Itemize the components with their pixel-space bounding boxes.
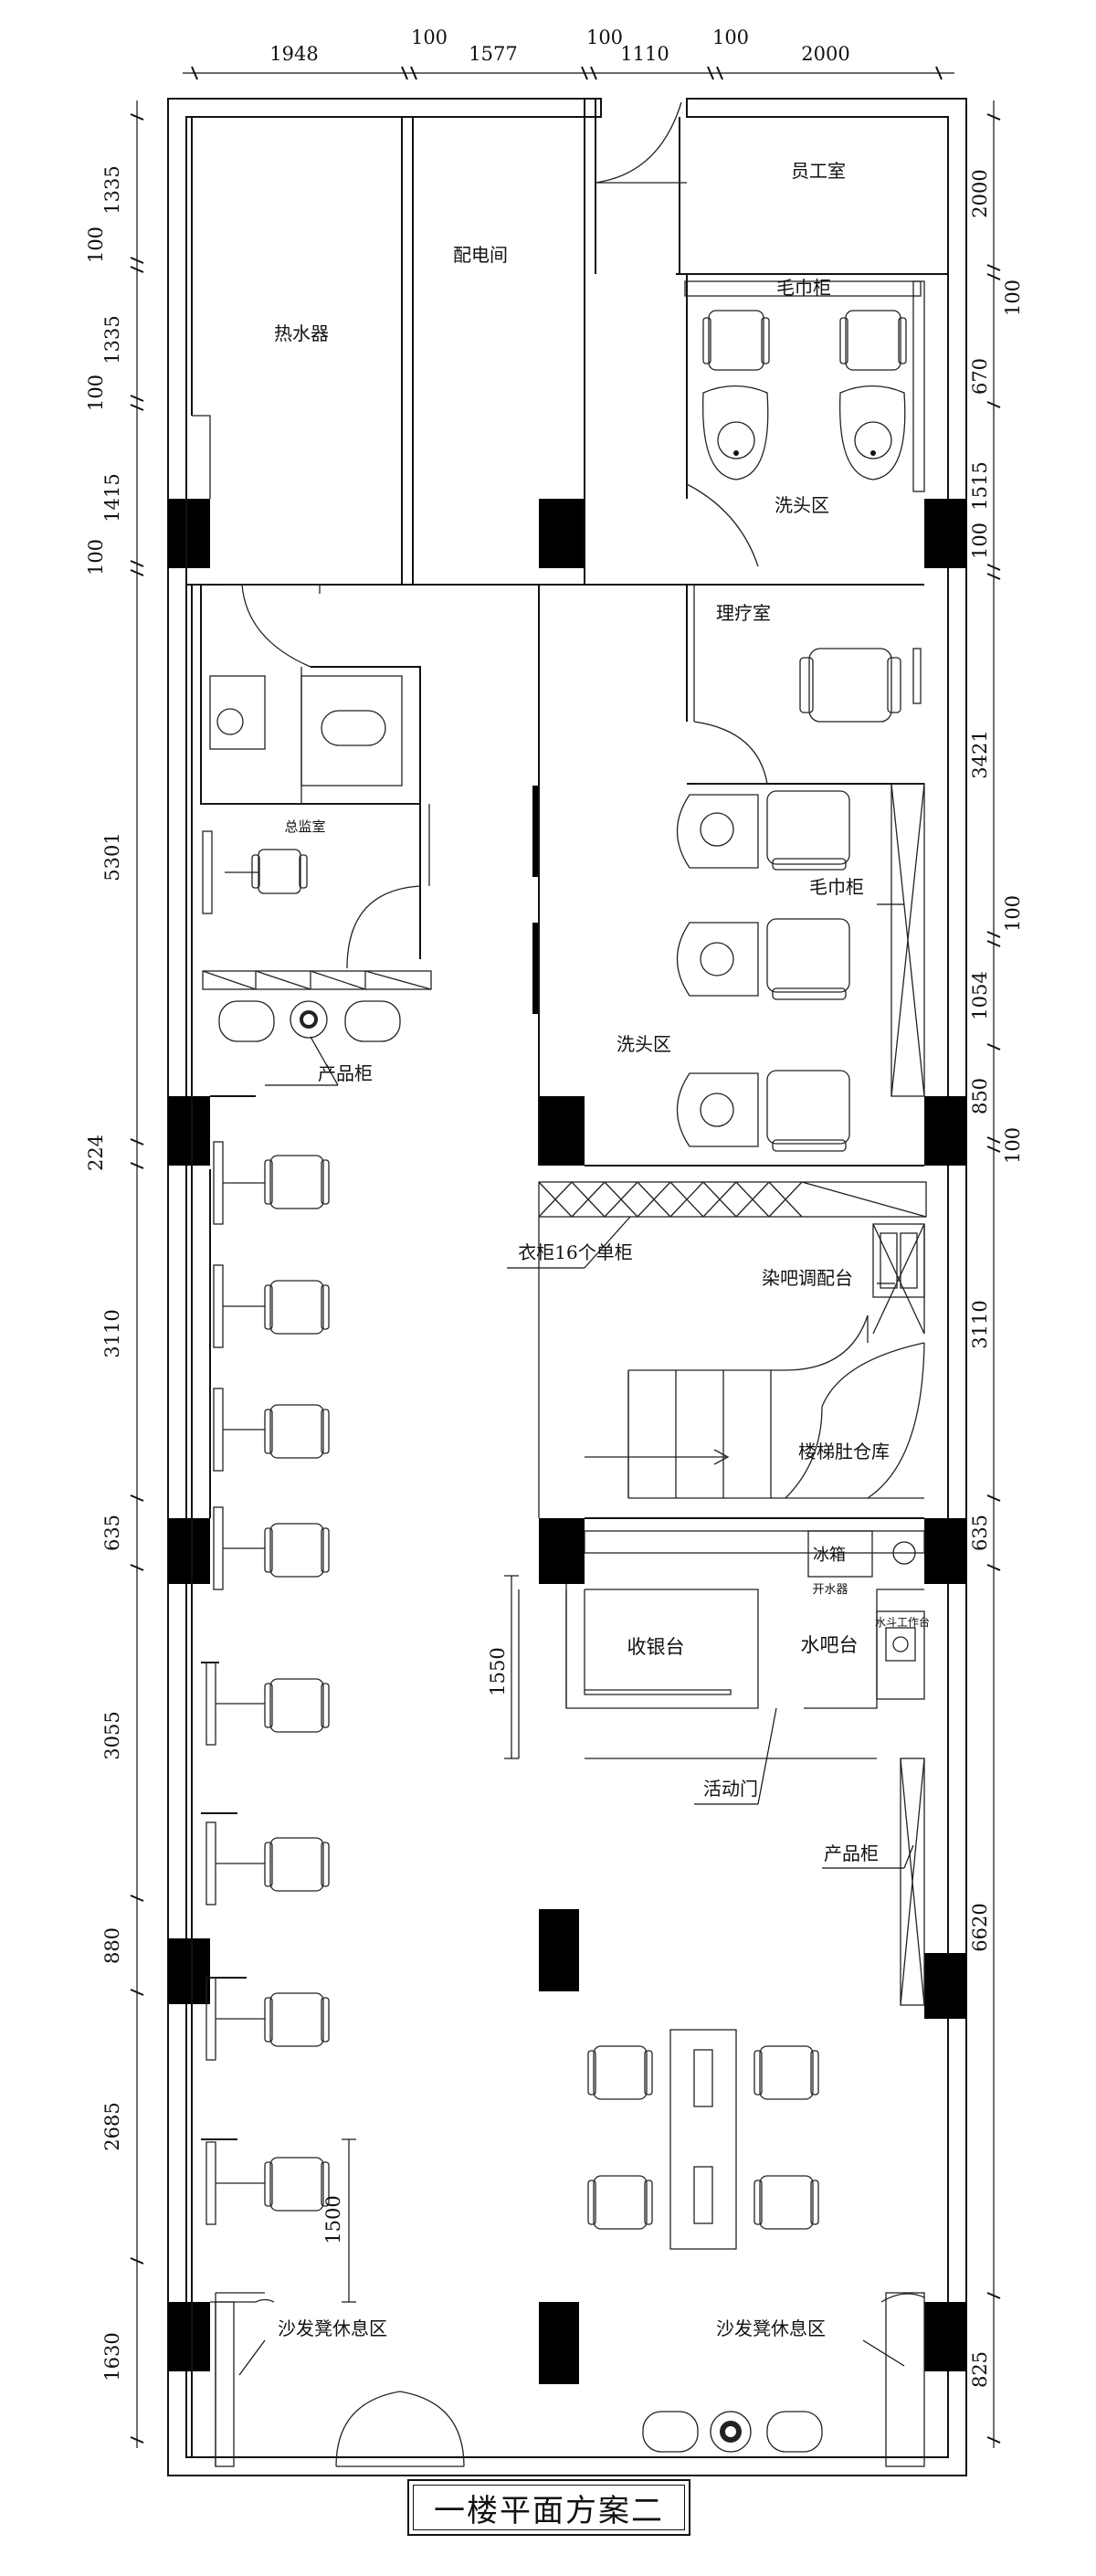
director-room [202,804,432,1042]
inner-dimension-cashier: 1550 [487,1575,519,1759]
drawing-title-box: 一楼平面方案二 [407,2479,690,2536]
dim-left-9: 3110 [101,1309,123,1357]
label-locker: 衣柜16个单柜 [518,1241,632,1263]
dim-left-6: 100 [85,539,107,575]
styling-chair-1 [213,1141,330,1225]
inner-dimension-left: 1500 [322,2138,356,2303]
styling-chair-4 [213,1506,330,1590]
styling-chair-3 [213,1388,330,1472]
dim-left-14: 1630 [101,2332,123,2381]
drawing-title: 一楼平面方案二 [434,2492,664,2529]
dim-right-9: 850 [969,1078,991,1114]
bottom-lounge [210,2292,925,2467]
dim-top-3: 1577 [469,43,517,65]
label-stair-storage: 楼梯肚仓库 [798,1441,890,1462]
wash-chair-top-left [701,310,770,480]
dim-right-6: 3421 [969,730,991,778]
label-product-cabinet-right: 产品柜 [824,1842,879,1864]
label-wash-area-top: 洗头区 [775,494,829,516]
wash-chair-mid-2 [676,918,850,1000]
dim-inner-left: 1500 [322,2195,344,2243]
styling-chair-5 [206,1662,330,1746]
dim-right-3: 670 [969,358,991,395]
label-leaders [238,903,914,2376]
dim-left-1: 1335 [101,165,123,214]
dimension-lines: 1948 100 1577 100 1110 100 2000 1335 100… [85,26,1024,2448]
dim-right-4: 1515 [969,461,991,510]
locker-row [538,1181,927,1518]
staircase [585,1314,925,1499]
dye-bar-station [872,1223,925,1335]
dim-right-5: 100 [969,523,991,559]
dim-left-10: 635 [101,1515,123,1551]
dim-left-12: 880 [101,1927,123,1964]
styling-stations-left [201,1095,256,2140]
dim-right-7: 100 [1002,895,1024,932]
dim-left-3: 1335 [101,315,123,364]
dim-left-5: 1415 [101,473,123,522]
top-right-rooms [676,117,948,499]
label-cashier: 收银台 [627,1636,685,1658]
outer-walls [167,98,967,2476]
wash-chair-top-right [838,310,907,480]
label-sofa-left: 沙发凳休息区 [278,2317,387,2339]
dim-right-14: 825 [969,2351,991,2388]
dim-right-8: 1054 [969,971,991,1019]
label-director-room: 总监室 [284,818,325,835]
dim-left-2: 100 [85,227,107,263]
label-water-bar: 水吧台 [801,1634,859,1656]
dim-top-4: 100 [586,26,623,48]
label-towel-cabinet-mid: 毛巾柜 [809,876,864,898]
dim-left-4: 100 [85,375,107,411]
dim-top-7: 2000 [801,43,849,65]
dim-left-8: 224 [85,1135,107,1171]
label-therapy-room: 理疗室 [716,602,771,624]
room-labels: 热水器 配电间 员工室 毛巾柜 洗头区 理疗室 毛巾柜 总监室 产品柜 洗头区 … [274,160,930,2339]
wash-area-mid [532,585,925,1167]
dim-left-11: 3055 [101,1711,123,1759]
dim-top-1: 1948 [269,43,318,65]
label-water-bar-note: 水斗工作台 [875,1615,930,1629]
distribution-door [595,101,687,184]
dim-left-13: 2685 [101,2102,123,2150]
styling-chair-2 [213,1264,330,1348]
center-table [539,1909,819,2250]
cashier-area [518,1517,925,1759]
label-fridge: 冰箱 [813,1546,846,1565]
styling-chair-7 [206,1977,330,2061]
label-towel-cabinet-top: 毛巾柜 [776,277,831,299]
dim-right-11: 3110 [969,1300,991,1348]
wash-area-door [686,483,759,567]
label-sofa-right: 沙发凳休息区 [716,2317,826,2339]
restroom [200,584,421,805]
dim-right-13: 6620 [969,1903,991,1951]
dim-top-5: 1110 [620,43,669,65]
label-sliding-door: 活动门 [703,1778,758,1800]
dim-left-7: 5301 [101,832,123,881]
dim-right-2: 100 [1002,280,1024,316]
label-product-cabinet-left: 产品柜 [318,1062,373,1084]
product-cabinet-right [900,1758,925,2006]
label-distribution-room: 配电间 [453,244,508,266]
dim-right-12: 635 [969,1515,991,1551]
wash-chair-mid-1 [676,790,850,871]
therapy-room [585,584,924,785]
label-staff-room: 员工室 [791,160,846,182]
wash-chair-mid-3 [676,1070,850,1152]
label-water-dispenser: 开水器 [812,1583,848,1597]
label-water-heater: 热水器 [274,322,329,344]
label-wash-area-mid: 洗头区 [616,1033,671,1055]
styling-chair-6 [206,1821,330,1906]
dim-right-10: 100 [1002,1127,1024,1164]
styling-chair-8 [206,2141,330,2225]
dim-inner-cashier: 1550 [487,1647,509,1695]
dim-top-2: 100 [411,26,448,48]
top-left-rooms [185,99,596,594]
dim-top-6: 100 [712,26,749,48]
label-dye-bar: 染吧调配台 [762,1267,853,1289]
dim-right-1: 2000 [969,169,991,217]
